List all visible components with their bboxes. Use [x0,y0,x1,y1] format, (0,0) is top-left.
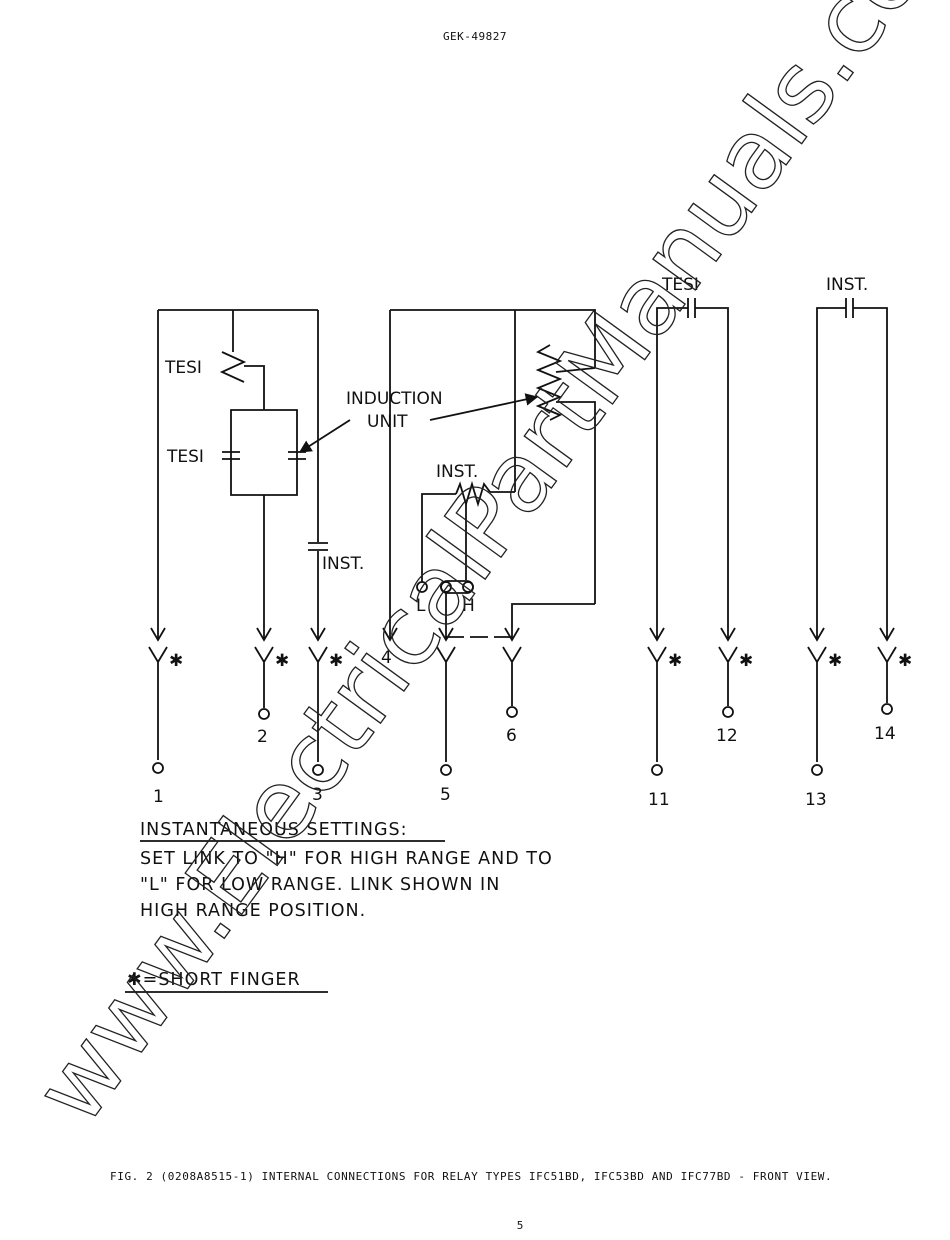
terminal-6: 6 [506,726,517,746]
link-h-label: H [462,596,475,616]
terminal-13-node [811,764,823,776]
short-finger-mark: ✱ [739,651,753,671]
terminal-12-node [722,706,734,718]
short-finger-mark: ✱ [275,651,289,671]
notes-line-2: "L" FOR LOW RANGE. LINK SHOWN IN [140,875,500,895]
tesi-contact-left [222,451,240,460]
terminal-3: 3 [312,785,323,805]
inst-contact-left [308,542,328,551]
induction-label: INDUCTION [346,389,443,409]
terminal-12: 12 [716,726,738,746]
terminal-4: 4 [381,648,392,668]
tesi-contact-block [230,409,298,496]
notes-line-1: SET LINK TO "H" FOR HIGH RANGE AND TO [140,849,553,869]
inst-contact-label: INST. [322,554,364,574]
inst-resistor [455,480,491,508]
link-l-label: L [416,596,426,616]
range-link [440,580,474,594]
inst-resistor-label: INST. [436,462,478,482]
terminal-5-node [440,764,452,776]
terminal-2: 2 [257,727,268,747]
notes-title: INSTANTANEOUS SETTINGS: [140,820,408,840]
short-finger-mark: ✱ [329,651,343,671]
document-header: GEK-49827 [442,30,508,43]
unit-label: UNIT [367,412,408,432]
center-circuit [298,309,596,640]
instantaneous-notes: INSTANTANEOUS SETTINGS: SET LINK TO "H" … [125,820,553,993]
notes-line-3: HIGH RANGE POSITION. [140,901,366,921]
left-circuit [157,309,328,640]
short-finger-marks: ✱ ✱ ✱ ✱ ✱ ✱ ✱ [169,651,912,671]
figure-caption: FIG. 2 (0208A8515-1) INTERNAL CONNECTION… [110,1170,833,1183]
terminal-2-node [258,708,270,720]
terminal-5: 5 [440,785,451,805]
terminal-11: 11 [648,790,670,810]
right-circuits [656,298,888,640]
watermark-text: www.ElectricalPartManuals.com [13,0,950,1144]
short-finger-mark: ✱ [668,651,682,671]
terminal-14-node [881,703,893,715]
page-number: 5 [516,1219,524,1232]
short-finger-mark: ✱ [169,651,183,671]
terminal-11-node [651,764,663,776]
link-terminal-l [416,581,428,593]
tesi-coil-label: TESI [164,358,202,378]
short-finger-mark: ✱ [828,651,842,671]
terminal-1-node [152,762,164,774]
tesi-coil [219,351,247,383]
tesi-contact-label: TESI [166,447,204,467]
terminal-1: 1 [153,787,164,807]
terminal-3-node [312,764,324,776]
terminal-14: 14 [874,724,896,744]
inst-contact-right-pair [845,298,854,318]
induction-arrow [429,393,539,421]
terminal-numbers: 1 2 3 4 5 6 11 12 13 14 [153,648,896,810]
induction-coil [535,344,563,421]
component-labels: TESI TESI INDUCTION UNIT INST. INST. TES… [164,275,868,616]
contact-fingers [148,627,897,776]
terminal-6-node [506,706,518,718]
terminal-13: 13 [805,790,827,810]
short-finger-legend: ✱=SHORT FINGER [127,970,301,990]
inst-right-label: INST. [826,275,868,295]
induction-arrow-left [298,419,351,453]
tesi-right-label: TESI [661,275,699,295]
short-finger-mark: ✱ [898,651,912,671]
